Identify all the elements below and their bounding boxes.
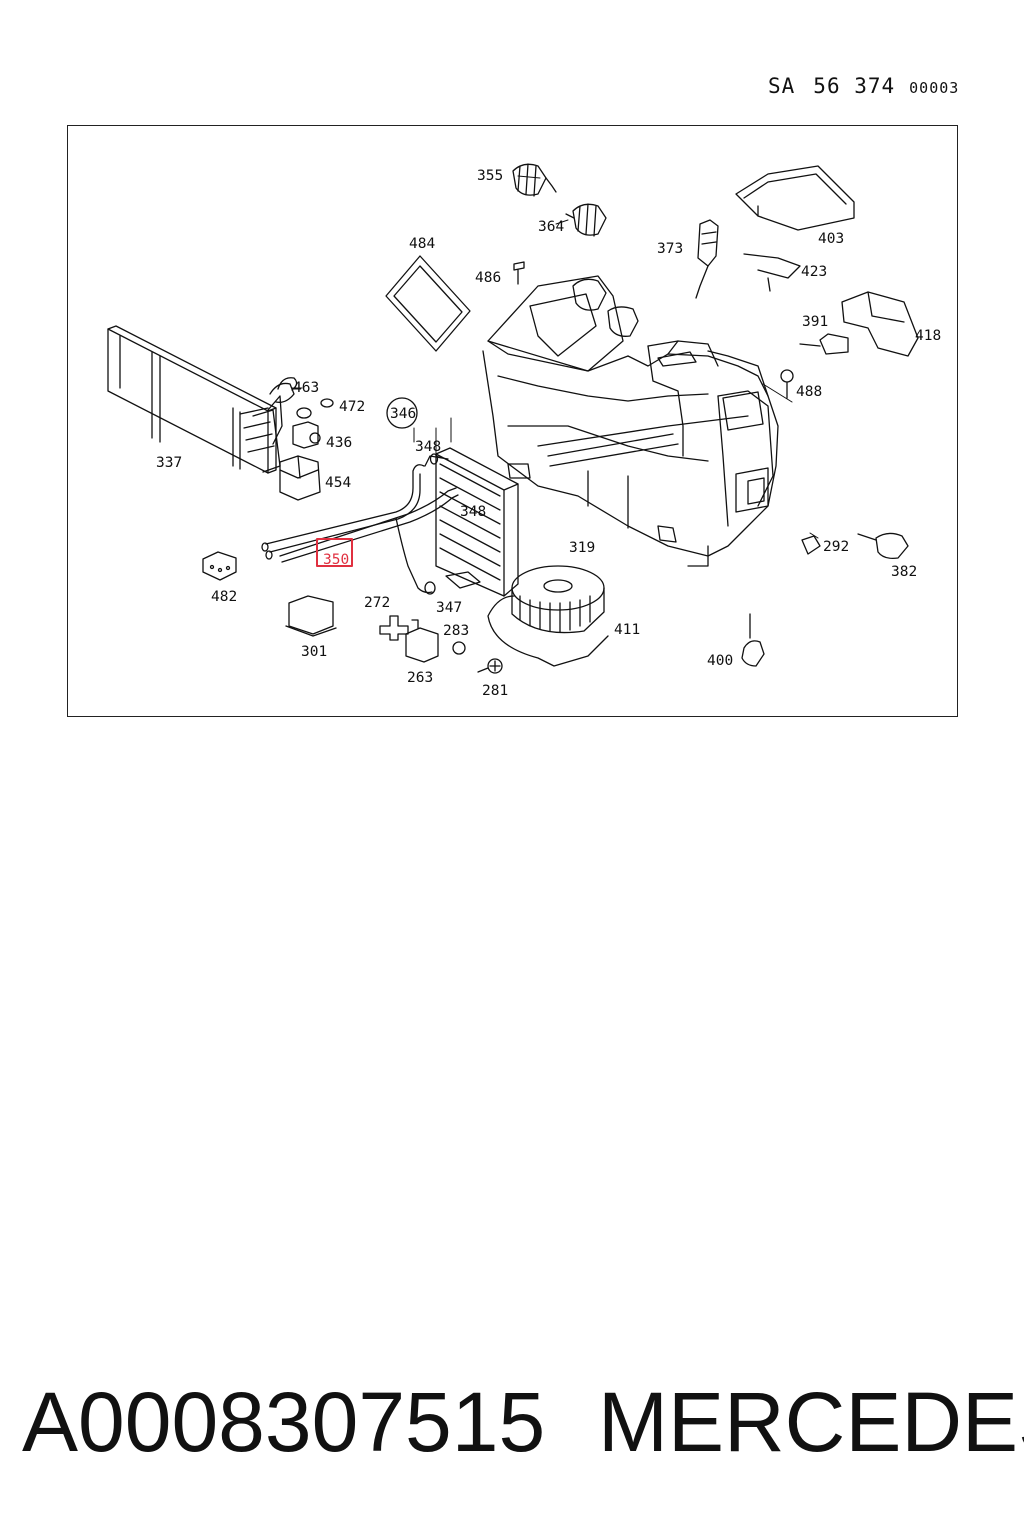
part-number: A0008307515 <box>22 1375 546 1469</box>
reference-number: 56 374 <box>813 74 896 98</box>
callout-292: 292 <box>823 539 849 555</box>
callout-364: 364 <box>538 219 564 235</box>
actuator-drawing <box>512 163 639 337</box>
callout-281: 281 <box>482 683 508 699</box>
callout-411: 411 <box>614 622 640 638</box>
callout-283: 283 <box>443 623 469 639</box>
callout-463: 463 <box>293 380 319 396</box>
callout-423: 423 <box>801 264 827 280</box>
reference-prefix: SA <box>768 74 796 98</box>
callout-418: 418 <box>915 328 941 344</box>
callout-263: 263 <box>407 670 433 686</box>
callout-486: 486 <box>475 270 501 286</box>
callout-346: 346 <box>390 406 416 422</box>
callout-482: 482 <box>211 589 237 605</box>
ac-housing-drawing <box>482 275 779 567</box>
leader-lines <box>291 175 819 539</box>
callout-301: 301 <box>301 644 327 660</box>
diagram-reference: SA 56 374 00003 <box>768 74 959 98</box>
parts-diagram-frame: 355 364 403 484 486 373 423 391 418 463 … <box>67 125 958 717</box>
callout-436: 436 <box>326 435 352 451</box>
parts-diagram: 355 364 403 484 486 373 423 391 418 463 … <box>107 163 941 699</box>
callout-272: 272 <box>364 595 390 611</box>
callout-348-top: 348 <box>415 439 441 455</box>
callout-400: 400 <box>707 653 733 669</box>
blower-fan-drawing <box>487 565 609 667</box>
sensor-parts-drawing <box>741 532 909 667</box>
evaporator-drawing <box>424 447 519 597</box>
callout-382: 382 <box>891 564 917 580</box>
callout-348-side: 348 <box>460 504 486 520</box>
callout-350: 350 <box>323 552 349 568</box>
callout-346-circle <box>386 397 418 429</box>
control-parts-drawing <box>695 165 919 399</box>
heater-core-drawing <box>107 325 295 474</box>
small-parts-drawing <box>202 551 503 674</box>
callout-355: 355 <box>477 168 503 184</box>
filter-frame-drawing <box>385 255 525 352</box>
brand-name: MERCEDES <box>598 1375 1024 1469</box>
callout-373: 373 <box>657 241 683 257</box>
callout-488: 488 <box>796 384 822 400</box>
callout-337: 337 <box>156 455 182 471</box>
callout-391: 391 <box>802 314 828 330</box>
callout-454: 454 <box>325 475 351 491</box>
reference-suffix: 00003 <box>909 79 960 97</box>
callout-484: 484 <box>409 236 435 252</box>
callout-319: 319 <box>569 540 595 556</box>
callout-472: 472 <box>339 399 365 415</box>
highlight-350-box <box>316 538 353 567</box>
part-caption: A0008307515 MERCEDES <box>22 1372 1024 1472</box>
callout-403: 403 <box>818 231 844 247</box>
hose-clip-drawing <box>277 377 334 501</box>
callout-347: 347 <box>436 600 462 616</box>
